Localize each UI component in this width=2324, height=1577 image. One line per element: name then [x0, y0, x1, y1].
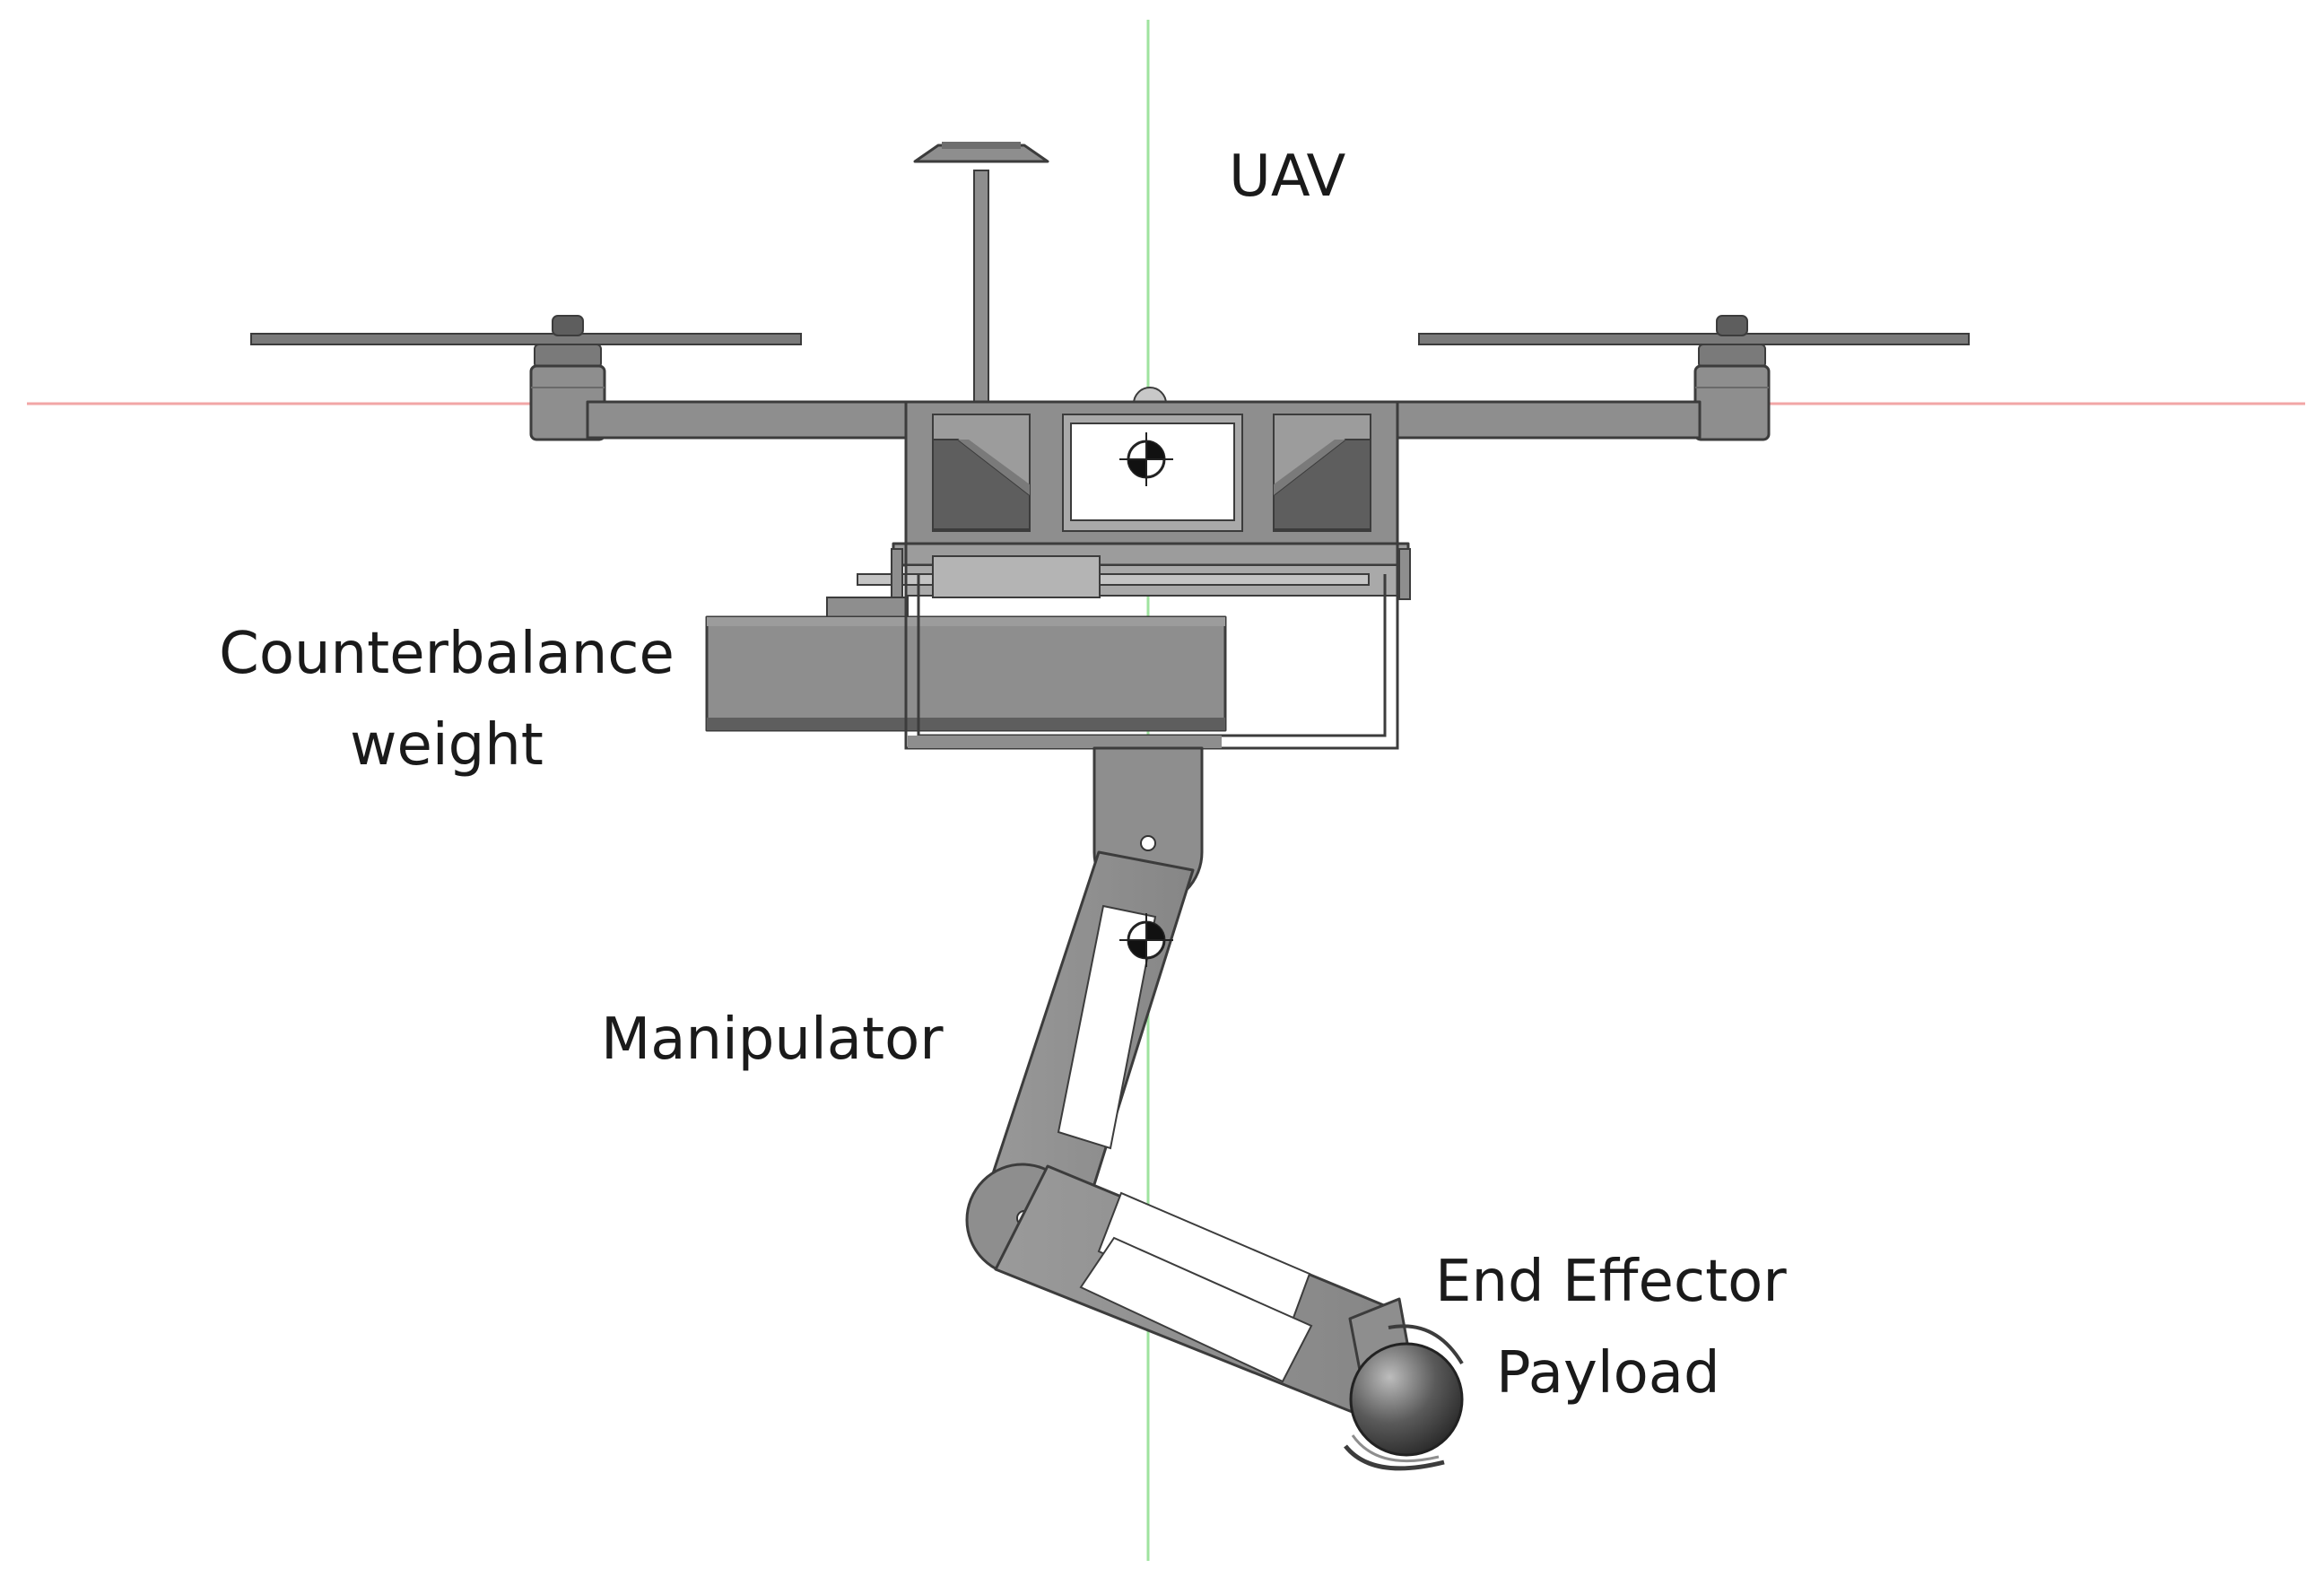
label-uav: UAV: [1229, 144, 1346, 210]
label-counterbalance-line1: Counterbalance: [219, 621, 675, 687]
motor-right: [1693, 315, 1771, 441]
label-end-effector-line1: End Effector: [1435, 1249, 1787, 1315]
manipulator-arm: [965, 746, 1392, 1415]
propeller-right: [1418, 333, 1970, 345]
lower-frame: [904, 544, 1399, 750]
payload-ball: [1349, 1342, 1464, 1457]
end-effector: [1344, 1297, 1464, 1471]
gps-antenna: [913, 142, 1049, 406]
center-of-gravity-icon: [1119, 432, 1173, 486]
label-end-effector-line2: Payload: [1496, 1340, 1720, 1407]
propeller-left: [250, 333, 802, 345]
label-counterbalance-line2: weight: [350, 712, 544, 779]
counterbalance-weight: [705, 597, 1227, 732]
shoulder-joint-icon: [1140, 835, 1156, 851]
label-manipulator: Manipulator: [601, 1006, 944, 1073]
counterbalance-rail: [857, 542, 1411, 600]
manipulator-cog-icon: [1119, 913, 1173, 967]
top-sensor-nub: [1132, 387, 1168, 405]
